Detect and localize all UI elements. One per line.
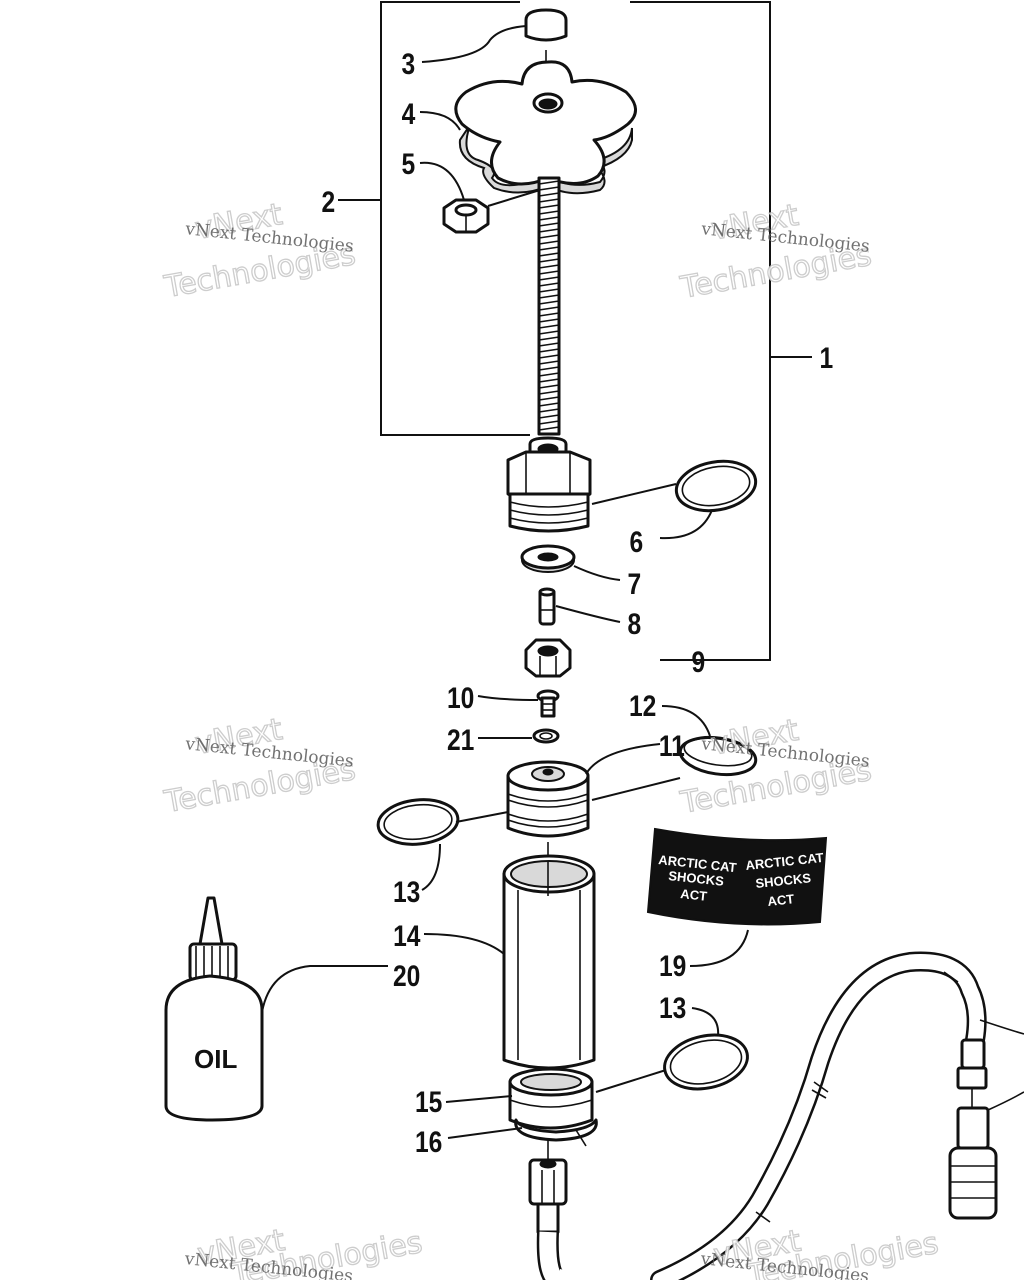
decal-right-line2: SHOCKS bbox=[755, 870, 812, 891]
callout-7: 7 bbox=[628, 567, 642, 601]
callout-3: 3 bbox=[402, 47, 416, 81]
part-oring-13-upper bbox=[376, 798, 460, 846]
callout-10: 10 bbox=[447, 681, 474, 715]
part-oring-21 bbox=[532, 728, 560, 744]
leader-lines bbox=[261, 25, 749, 1139]
watermark-bottom-right: vNext Technologies bbox=[710, 1223, 941, 1280]
bottle-label: OIL bbox=[194, 1044, 237, 1074]
decal-left-logo: ACT bbox=[680, 886, 708, 904]
callout-14: 14 bbox=[393, 919, 421, 953]
assembly-bracket-2 bbox=[338, 1, 530, 436]
callout-numbers: 1 2 3 4 5 6 7 8 9 10 11 12 13 13 14 15 1… bbox=[322, 47, 834, 1159]
part-clip-16 bbox=[514, 1118, 598, 1147]
part-hose-fitting bbox=[528, 1140, 568, 1234]
callout-4: 4 bbox=[402, 97, 416, 131]
callout-6: 6 bbox=[630, 525, 644, 559]
part-quick-coupler bbox=[948, 1038, 1024, 1220]
part-washer-7 bbox=[520, 544, 576, 573]
callout-1: 1 bbox=[820, 341, 834, 375]
callout-2: 2 bbox=[322, 185, 336, 219]
callout-13-lower: 13 bbox=[659, 991, 686, 1025]
part-oring-13-lower bbox=[663, 1033, 749, 1091]
callout-20: 20 bbox=[393, 959, 420, 993]
part-oring-6 bbox=[674, 459, 758, 513]
part-screw-10 bbox=[536, 689, 560, 718]
callout-16: 16 bbox=[415, 1125, 442, 1159]
callout-5: 5 bbox=[402, 147, 416, 181]
part-band-12 bbox=[678, 735, 758, 777]
part-threaded-rod bbox=[537, 176, 561, 436]
decal-left-line2: SHOCKS bbox=[668, 868, 725, 889]
callout-12: 12 bbox=[629, 689, 656, 723]
part-piston-11 bbox=[506, 760, 590, 862]
decal-right-logo: ACT bbox=[767, 891, 795, 909]
part-body-cap bbox=[506, 436, 592, 533]
callout-9: 9 bbox=[692, 645, 706, 679]
callout-19: 19 bbox=[659, 949, 686, 983]
callout-15: 15 bbox=[415, 1085, 442, 1119]
part-decal-19: ARCTIC CAT SHOCKS ACT ARCTIC CAT SHOCKS … bbox=[646, 827, 828, 926]
callout-13-upper: 13 bbox=[393, 875, 420, 909]
part-pin-8 bbox=[538, 587, 556, 626]
callout-11: 11 bbox=[659, 729, 685, 763]
part-hex-nut-small bbox=[442, 198, 490, 234]
part-bottom-ring-15 bbox=[508, 1067, 594, 1130]
part-cylinder-14 bbox=[502, 854, 596, 1070]
assembly-bracket-1 bbox=[630, 1, 812, 661]
part-hex-nut-9 bbox=[524, 638, 572, 678]
part-oil-bottle-20: OIL bbox=[164, 896, 264, 1122]
part-star-knob bbox=[454, 60, 637, 195]
callout-8: 8 bbox=[628, 607, 642, 641]
callout-21: 21 bbox=[447, 723, 474, 757]
